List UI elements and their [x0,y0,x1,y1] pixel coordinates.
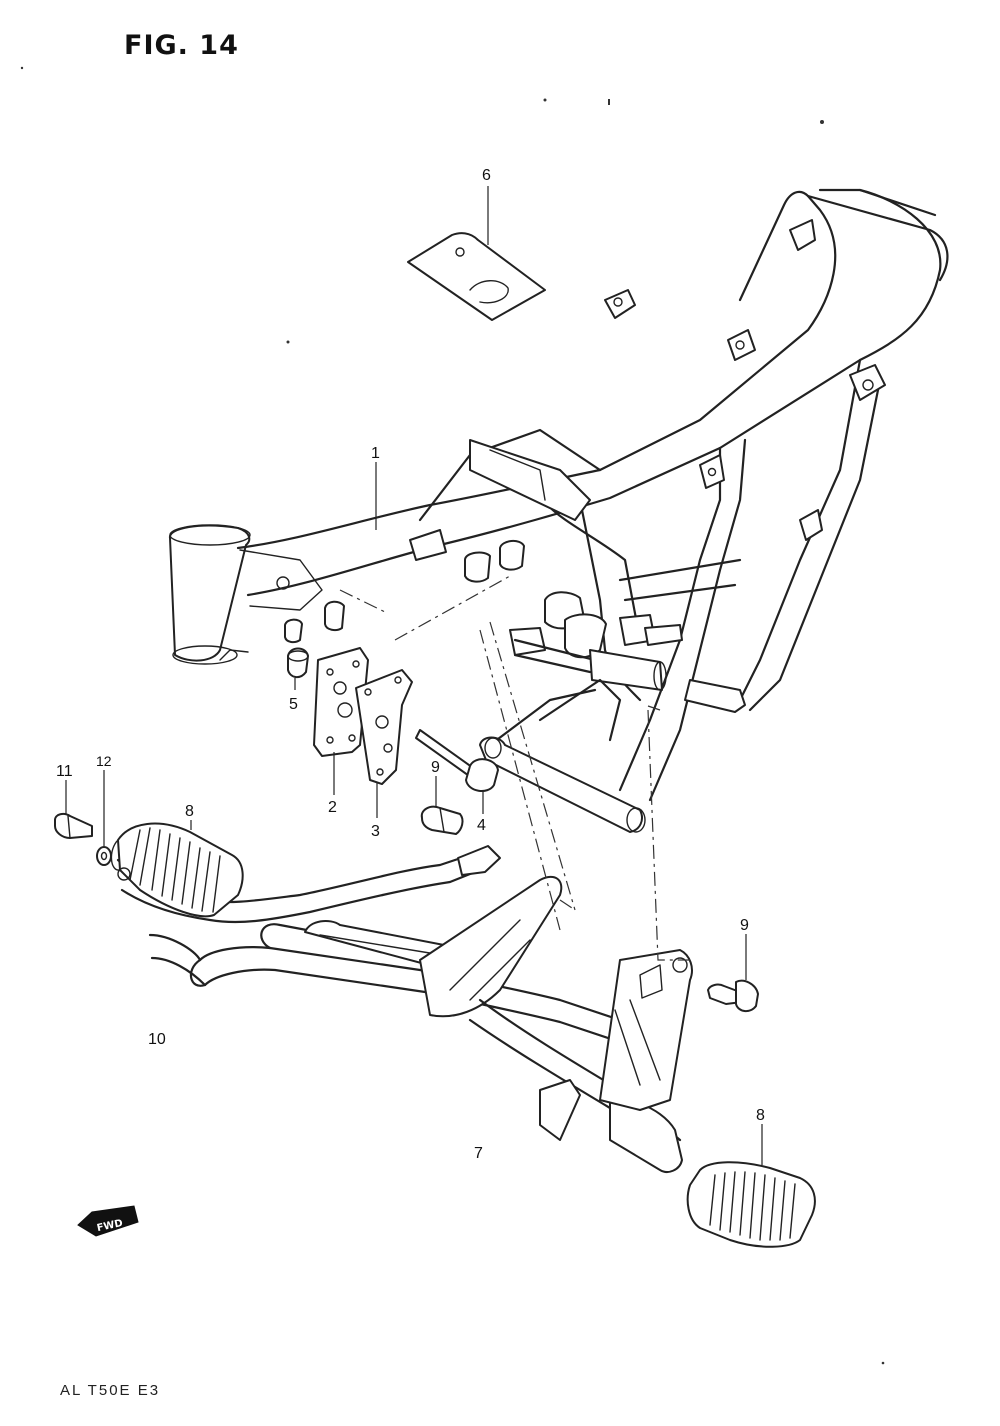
callout-8-left: 8 [185,803,194,820]
callout-6: 6 [482,167,491,184]
footrest-bar-7 [116,845,693,1173]
callout-8-right: 8 [756,1107,765,1124]
fwd-label: FWD [96,1218,124,1234]
scan-specks [20,66,885,1365]
main-frame [169,188,949,833]
callout-3: 3 [371,823,380,840]
mounting-bolt-4 [415,729,499,792]
collar-5 [287,647,309,678]
model-code: AL T50E E3 [60,1382,161,1399]
bolt-11 [54,812,93,839]
part-callouts: 6 1 5 2 3 4 9 11 12 8 9 10 8 7 [56,167,765,1162]
callout-10: 10 [148,1031,166,1048]
callout-9-lower: 9 [740,917,749,934]
cushion-6 [407,232,546,321]
footrest-rubber-8-right [686,1161,816,1248]
footrest-rubber-8-left [110,822,244,918]
engine-mount-plate-2 [313,647,369,757]
bolt-9-upper [420,805,464,835]
callout-7: 7 [474,1145,483,1162]
callout-5: 5 [289,696,298,713]
leader-lines [65,186,763,1165]
figure-title: FIG. 14 [124,30,239,61]
callout-9-upper: 9 [431,759,440,776]
callout-11: 11 [56,763,73,780]
assembly-lines [339,575,690,961]
bolt-9-lower [707,979,759,1012]
callout-1: 1 [371,445,380,462]
engine-mount-plate-3 [355,669,413,785]
washer-12 [96,846,112,866]
callout-2: 2 [328,799,337,816]
callout-12: 12 [96,753,112,769]
forward-direction-arrow: FWD [77,1205,139,1237]
callout-4: 4 [477,817,486,834]
